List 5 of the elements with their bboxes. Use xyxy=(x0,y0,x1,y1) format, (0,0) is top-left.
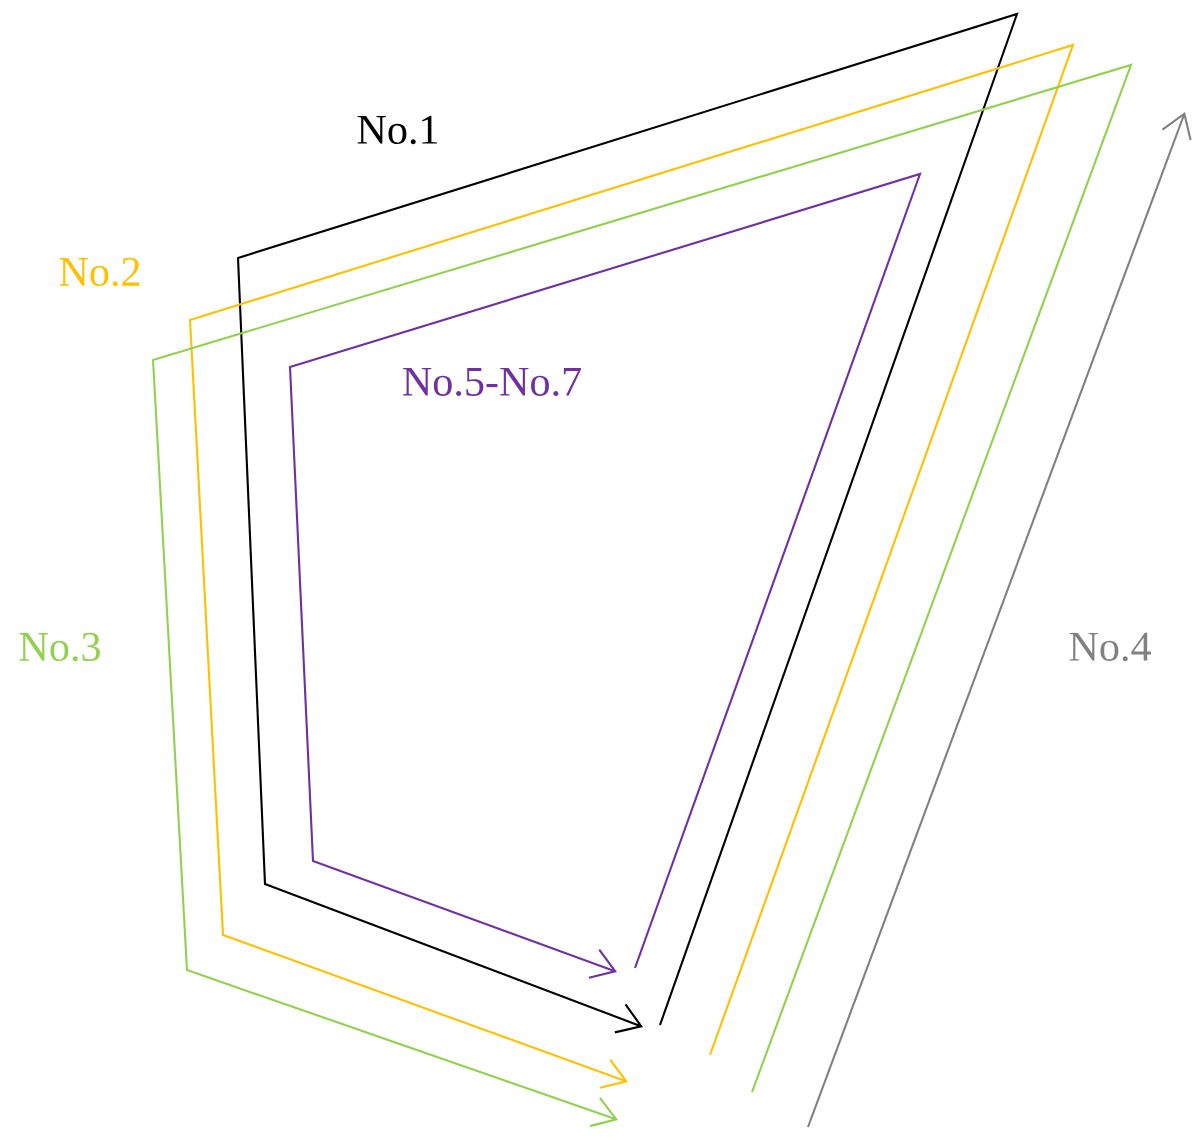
path-label: No.2 xyxy=(59,257,140,287)
path-label: No.3 xyxy=(19,632,100,662)
path-label: No.4 xyxy=(1069,632,1151,662)
path-label: No.1 xyxy=(357,115,438,145)
path-label: No.5-No.7 xyxy=(403,367,581,397)
